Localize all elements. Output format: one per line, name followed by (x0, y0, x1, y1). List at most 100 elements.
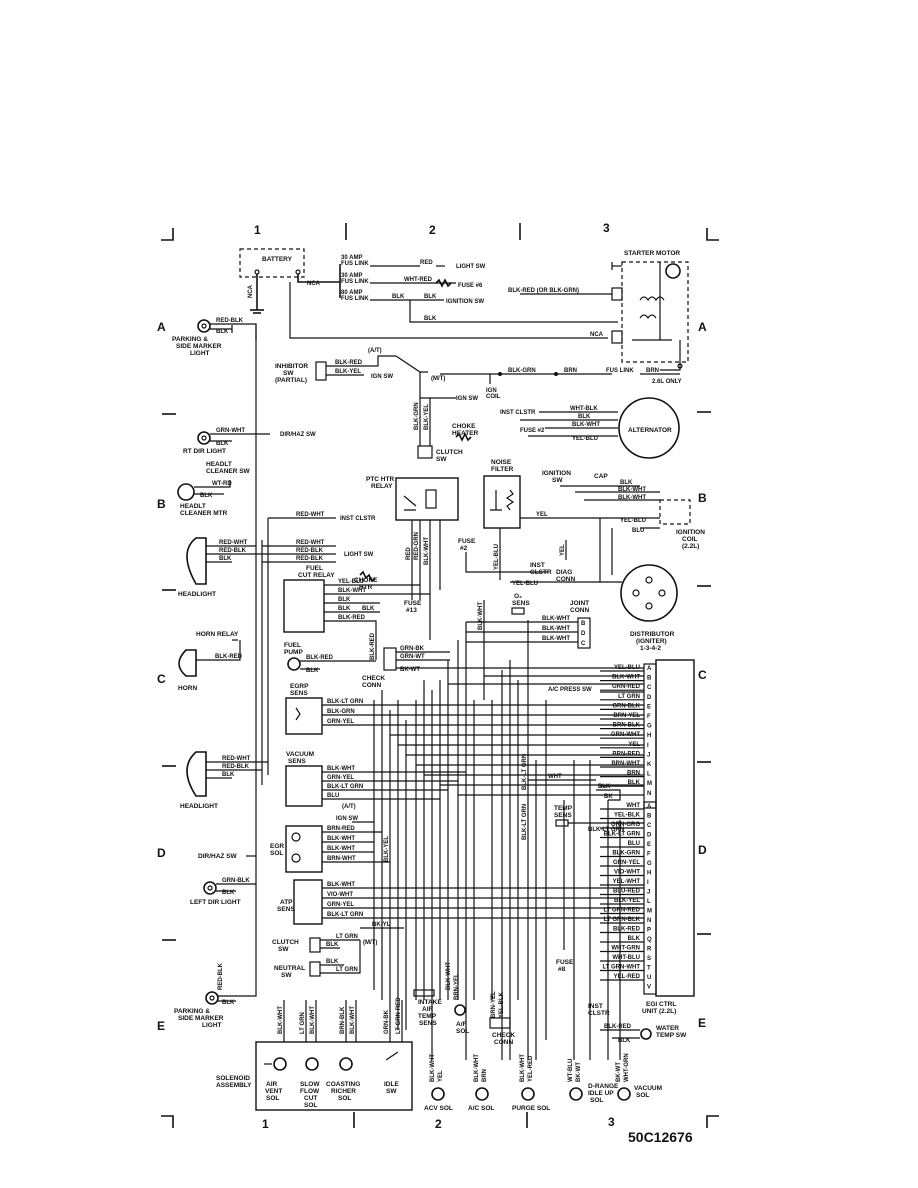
svg-text:ASSEMBLY: ASSEMBLY (216, 1082, 252, 1089)
left-bus (255, 324, 269, 990)
svg-text:GRN-YEL: GRN-YEL (327, 775, 354, 781)
svg-text:INST CLSTR: INST CLSTR (340, 516, 376, 522)
egi-bottom-wire-q: BLK (628, 936, 641, 942)
svg-text:BLK-WHT: BLK-WHT (542, 626, 570, 632)
egi-top-pin-d: D (647, 695, 652, 701)
svg-text:WT-RD: WT-RD (212, 481, 232, 487)
svg-text:RED-WHT: RED-WHT (296, 540, 325, 546)
svg-text:FUSE: FUSE (458, 538, 476, 545)
svg-text:IDLE UP: IDLE UP (588, 1090, 614, 1097)
battery-section: BATTERY NCA NCA 30 AMP FUS LINK 30 AMP F… (239, 248, 618, 339)
svg-text:(M/T): (M/T) (363, 940, 377, 946)
svg-text:BLK: BLK (424, 294, 437, 300)
svg-text:SW: SW (278, 946, 289, 953)
grid-col-2: 2 (429, 223, 436, 237)
headlight-2: RED-WHT RED-BLK BLK HEADLIGHT (180, 751, 268, 810)
svg-text:BLK-WHT: BLK-WHT (327, 882, 355, 888)
svg-text:BLK-RED: BLK-RED (215, 654, 243, 660)
svg-text:#8: #8 (558, 966, 566, 973)
svg-text:BLK: BLK (618, 1038, 631, 1044)
frame-marks (161, 223, 719, 1128)
svg-text:BLK: BLK (216, 329, 229, 335)
egi-unit-box (655, 659, 695, 997)
svg-text:FUEL: FUEL (284, 642, 301, 649)
svg-text:INST CLSTR: INST CLSTR (500, 410, 536, 416)
svg-text:IGNITION SW: IGNITION SW (446, 299, 484, 305)
clutch-choke-top: BLK-GRN BLK-YEL CLUTCH SW CHOKE HEATER (414, 398, 479, 463)
svg-text:RED-BLK: RED-BLK (218, 962, 224, 990)
egi-bottom-wire-i: YEL-WHT (613, 879, 641, 885)
svg-text:BLK-WHT: BLK-WHT (327, 836, 355, 842)
svg-text:BLK: BLK (424, 316, 437, 322)
svg-text:BLK-LT GRN: BLK-LT GRN (522, 804, 528, 840)
svg-text:BLK-WHT: BLK-WHT (520, 1054, 526, 1082)
svg-text:BRN-RED: BRN-RED (327, 826, 355, 832)
svg-text:IGN SW: IGN SW (371, 374, 393, 380)
svg-text:FUS LINK: FUS LINK (341, 261, 369, 267)
svg-text:BK-WT: BK-WT (616, 1062, 622, 1082)
svg-text:CHECK: CHECK (492, 1032, 515, 1039)
svg-text:WT-BLU: WT-BLU (568, 1059, 574, 1082)
egr-sol: EGR SOL BRN-RED BLK-WHT BLK-WHT BRN-WHT … (270, 825, 390, 873)
egi-bottom-pin-p: P (647, 928, 651, 934)
grid-col-3: 3 (603, 221, 610, 235)
egi-bottom-wire-f: BLK-GRN (612, 851, 640, 857)
choke-fuse-area: CHOKE HTR FUSE #13 FUSE #2 INST CLSTR YE… (354, 538, 600, 614)
grid-col-3-bottom: 3 (608, 1115, 615, 1129)
svg-text:#13: #13 (406, 607, 417, 614)
svg-text:RED-BLK: RED-BLK (296, 548, 324, 554)
svg-text:LT GRN: LT GRN (336, 967, 358, 973)
starter-motor-label: STARTER MOTOR (624, 250, 680, 257)
svg-text:EGI CTRL: EGI CTRL (646, 1001, 676, 1008)
egi-bottom-pin-v: V (647, 985, 651, 991)
egi-top-pin-c: C (647, 685, 652, 691)
svg-text:WHT-RED: WHT-RED (404, 277, 433, 283)
svg-text:BLK-WHT: BLK-WHT (542, 616, 570, 622)
svg-text:#2: #2 (460, 545, 468, 552)
svg-text:CUT RELAY: CUT RELAY (298, 572, 335, 579)
svg-text:BLK: BLK (362, 606, 375, 612)
svg-text:BK-WT: BK-WT (400, 667, 420, 673)
svg-text:YEL-BLK: YEL-BLK (499, 991, 505, 1018)
parking-light-a: RED-BLK BLK PARKING & SIDE MARKER LIGHT (172, 318, 257, 357)
svg-text:BLK-LT GRN: BLK-LT GRN (327, 699, 363, 705)
parking-light-e: RED-BLK BLK PARKING & SIDE MARKER LIGHT (174, 962, 257, 1029)
rt-dir-light: GRN-WHT DIR/HAZ SW BLK RT DIR LIGHT (183, 428, 316, 455)
svg-text:PURGE SOL: PURGE SOL (512, 1105, 550, 1112)
svg-text:BK-WT: BK-WT (576, 1062, 582, 1082)
svg-text:BLK-WHT: BLK-WHT (474, 1054, 480, 1082)
temp-sens-area: (A/T) IGN SW WHT BLK BK TEMP SENS BLK-LT… (336, 754, 644, 840)
svg-text:BLK-GRN: BLK-GRN (327, 709, 355, 715)
svg-text:FUSE: FUSE (556, 959, 574, 966)
svg-text:BLK: BLK (326, 959, 339, 965)
svg-text:BRN: BRN (482, 1069, 488, 1082)
egi-top-wire-c: GRN-RED (612, 684, 641, 690)
egi-bottom-wire-r: WHT-GRN (611, 946, 640, 952)
svg-text:BLK: BLK (326, 942, 339, 948)
svg-text:BLK-RED: BLK-RED (338, 615, 366, 621)
egi-bottom-pin-h: H (647, 871, 651, 877)
svg-text:CONN: CONN (362, 682, 381, 689)
svg-text:SENS: SENS (290, 690, 308, 697)
svg-text:AIR: AIR (422, 1006, 434, 1013)
fuel-cut-relay: FUEL CUT RELAY YEL-BLU BLK-WHT BLK BLK B… (283, 565, 430, 660)
alternator: ALTERNATOR INST CLSTR WHT-BLK BLK FUSE #… (500, 397, 680, 459)
svg-text:BRN: BRN (564, 368, 577, 374)
svg-text:BLK-WHT: BLK-WHT (310, 1006, 316, 1034)
svg-text:BLK-GRN: BLK-GRN (508, 368, 536, 374)
egi-bottom-wire-t: LT GRN-WHT (602, 965, 640, 971)
svg-text:BLK-WHT: BLK-WHT (327, 766, 355, 772)
svg-text:RICHER: RICHER (331, 1088, 356, 1095)
egi-top-pin-j: J (647, 752, 650, 758)
svg-text:HEATER: HEATER (452, 430, 479, 437)
svg-text:BLK-LT GRN: BLK-LT GRN (522, 754, 528, 790)
svg-text:GRN-BLK: GRN-BLK (222, 878, 250, 884)
grid-labels: 1 2 3 1 2 3 A B C D E A B C D E 50C12676 (157, 221, 707, 1145)
egi-bottom-wire-d: BLK-LT GRN (604, 832, 640, 838)
svg-text:BRN-YEL: BRN-YEL (491, 991, 497, 1018)
svg-text:YEL-BLU: YEL-BLU (494, 544, 500, 570)
svg-text:LIGHT SW: LIGHT SW (344, 552, 374, 558)
battery-box (239, 248, 305, 278)
egi-top-pin-f: F (647, 714, 651, 720)
svg-text:BLK: BLK (620, 480, 633, 486)
